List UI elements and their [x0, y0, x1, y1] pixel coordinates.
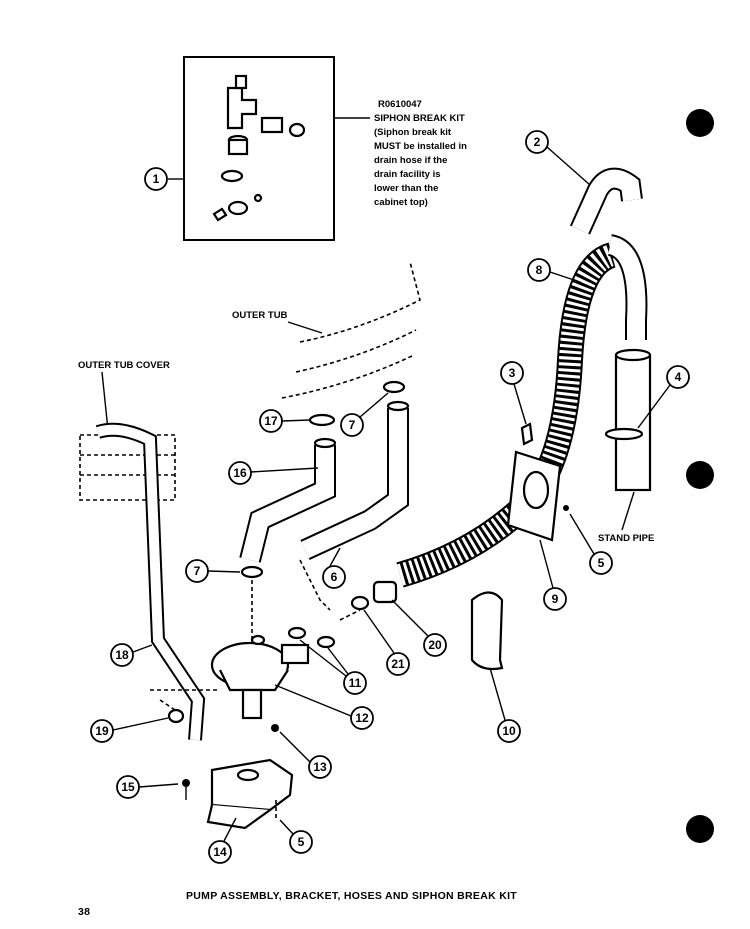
kit-name: SIPHON BREAK KIT — [374, 113, 465, 124]
kit-note-line-2: MUST be installed in — [374, 141, 467, 152]
callout-7-upper: 7 — [340, 413, 364, 437]
stand-pipe-label: STAND PIPE — [598, 533, 654, 544]
callout-7-lower: 7 — [185, 559, 209, 583]
svg-text:18: 18 — [115, 648, 129, 662]
stand-pipe — [614, 348, 652, 492]
siphon-break-kit-box — [183, 56, 335, 241]
svg-text:21: 21 — [391, 657, 405, 671]
callout-21: 21 — [386, 652, 410, 676]
binder-hole-bottom — [686, 815, 714, 843]
hose-16 — [239, 437, 337, 563]
drain-hose-8 — [396, 234, 648, 588]
svg-text:19: 19 — [95, 724, 109, 738]
svg-text:20: 20 — [428, 638, 442, 652]
hose-guide-9 — [506, 450, 562, 542]
svg-text:14: 14 — [213, 845, 227, 859]
callout-15: 15 — [116, 775, 140, 799]
svg-text:11: 11 — [349, 676, 362, 690]
callout-20: 20 — [423, 633, 447, 657]
callout-11: 11 — [343, 671, 367, 695]
outer-tub-cover — [79, 434, 176, 501]
kit-part-number: R0610047 — [378, 99, 422, 110]
clamp-21 — [350, 595, 370, 611]
svg-text:7: 7 — [194, 564, 201, 578]
kit-note-line-5: lower than the — [374, 183, 438, 194]
kit-note-line-1: (Siphon break kit — [374, 127, 452, 138]
siphon-elbow-2 — [569, 167, 643, 235]
callout-5-upper: 5 — [589, 551, 613, 575]
nut-13 — [271, 724, 279, 732]
pump-assembly — [210, 634, 310, 720]
hose-6 — [300, 400, 410, 560]
svg-text:5: 5 — [298, 835, 305, 849]
callout-9: 9 — [543, 587, 567, 611]
svg-text:4: 4 — [675, 370, 682, 384]
hose-clip-10 — [470, 591, 504, 671]
outer-tub — [281, 261, 421, 399]
outer-tub-cover-label: OUTER TUB COVER — [78, 360, 170, 371]
callout-12: 12 — [350, 706, 374, 730]
callout-14: 14 — [208, 840, 232, 864]
svg-text:7: 7 — [349, 418, 356, 432]
callout-1: 1 — [144, 167, 168, 191]
binder-hole-top — [686, 109, 714, 137]
svg-text:16: 16 — [233, 466, 247, 480]
callout-8: 8 — [527, 258, 551, 282]
clamp-17 — [308, 413, 336, 427]
clamp-7-upper — [382, 380, 406, 394]
callout-4: 4 — [666, 365, 690, 389]
svg-text:1: 1 — [153, 172, 160, 186]
clip-3 — [520, 422, 534, 446]
callout-13: 13 — [308, 755, 332, 779]
callout-2: 2 — [525, 130, 549, 154]
svg-text:15: 15 — [121, 780, 135, 794]
clamp-11-a — [287, 626, 307, 640]
kit-note-line-3: drain hose if the — [374, 155, 447, 166]
svg-text:8: 8 — [536, 263, 543, 277]
bracket-14 — [206, 758, 294, 830]
binder-hole-middle — [686, 461, 714, 489]
screw-5-upper — [563, 505, 569, 511]
callout-17: 17 — [259, 409, 283, 433]
callout-16: 16 — [228, 461, 252, 485]
svg-text:13: 13 — [313, 760, 327, 774]
callout-18: 18 — [110, 643, 134, 667]
clamp-7-lower — [240, 565, 264, 579]
svg-text:10: 10 — [502, 724, 516, 738]
hose-18 — [95, 422, 206, 741]
strap-4 — [604, 427, 644, 441]
callout-3: 3 — [500, 361, 524, 385]
clamp-11-b — [316, 635, 336, 649]
outer-tub-label: OUTER TUB — [232, 310, 288, 321]
callout-5-lower: 5 — [289, 830, 313, 854]
screw-15 — [182, 779, 190, 787]
svg-text:3: 3 — [509, 366, 516, 380]
callout-10: 10 — [497, 719, 521, 743]
svg-text:6: 6 — [331, 570, 338, 584]
svg-text:17: 17 — [264, 414, 278, 428]
svg-text:2: 2 — [534, 135, 541, 149]
page-number: 38 — [78, 906, 90, 918]
svg-text:5: 5 — [598, 556, 605, 570]
callout-19: 19 — [90, 719, 114, 743]
kit-note-line-4: drain facility is — [374, 169, 441, 180]
plug-19 — [167, 708, 185, 724]
coupling-20 — [372, 580, 398, 604]
svg-text:12: 12 — [355, 711, 369, 725]
kit-note-line-6: cabinet top) — [374, 197, 428, 208]
diagram-title: PUMP ASSEMBLY, BRACKET, HOSES AND SIPHON… — [186, 890, 517, 902]
callout-6: 6 — [322, 565, 346, 589]
svg-text:9: 9 — [552, 592, 559, 606]
